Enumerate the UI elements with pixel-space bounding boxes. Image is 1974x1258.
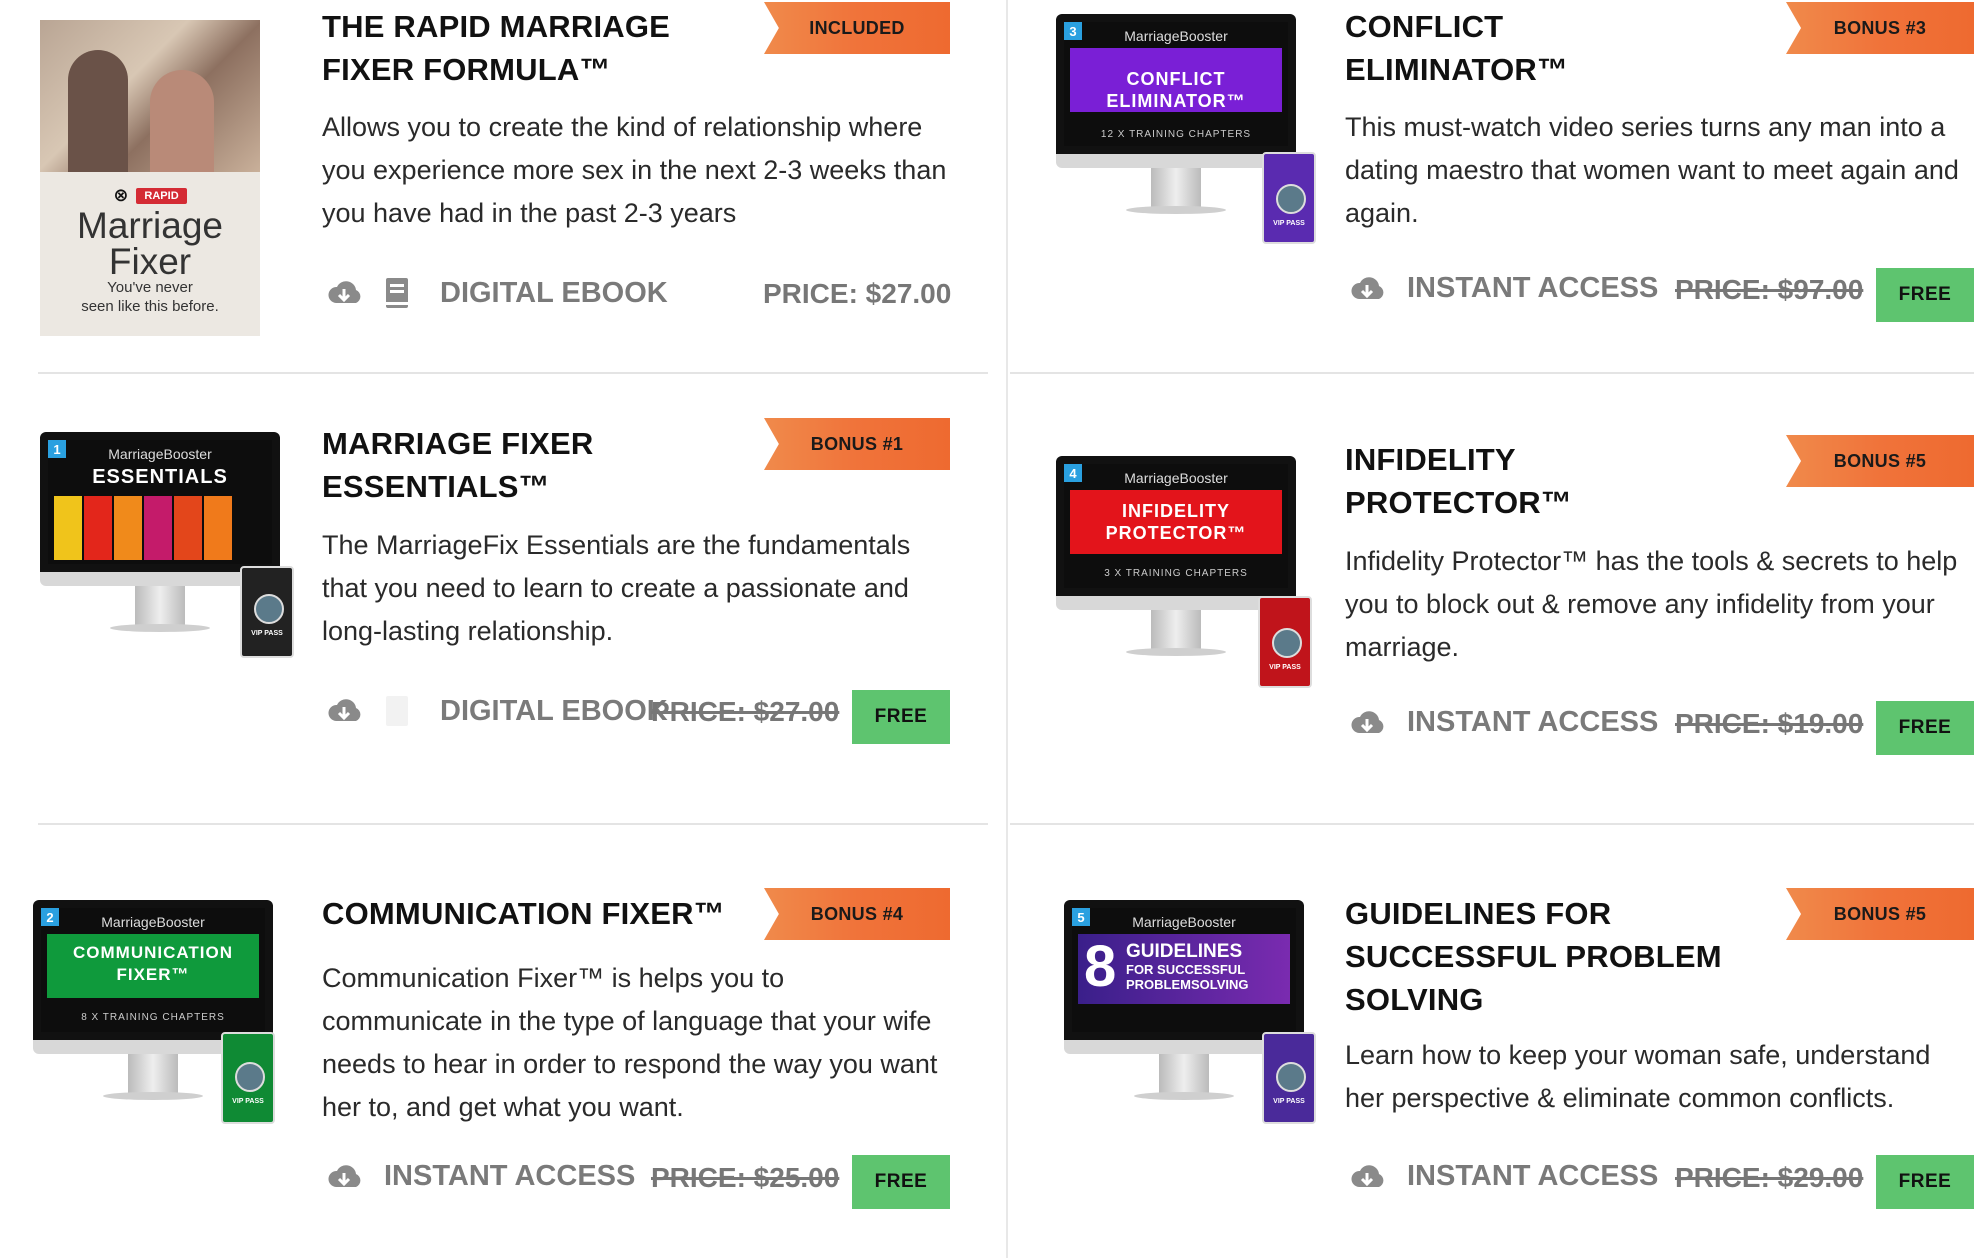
format-label: INSTANT ACCESS (1407, 1160, 1659, 1192)
free-button[interactable]: FREE (852, 690, 950, 744)
free-button[interactable]: FREE (1876, 1155, 1974, 1209)
row-divider (38, 372, 988, 374)
bonus-badge: BONUS #3 (1786, 2, 1974, 54)
original-price-label: PRICE: $25.00 (651, 1162, 840, 1193)
original-price-label: PRICE: $29.00 (1675, 1162, 1864, 1193)
product-title: COMMUNICATION FIXER™ (322, 896, 725, 931)
cloud-download-icon (328, 281, 361, 303)
original-price-label: PRICE: $97.00 (1675, 274, 1864, 305)
cloud-download-icon (1351, 1164, 1384, 1187)
product-title: THE RAPID MARRIAGE FIXER FORMULA™ (322, 9, 671, 87)
cloud-download-icon (328, 1164, 361, 1187)
free-button[interactable]: FREE (1876, 268, 1974, 322)
format-label: DIGITAL EBOOK (440, 276, 668, 309)
format-label: INSTANT ACCESS (1407, 706, 1659, 738)
product-description: Infidelity Protector™ has the tools & se… (1345, 546, 1958, 662)
row-divider (1010, 372, 1974, 374)
product-format: DIGITAL EBOOK (322, 276, 668, 310)
cover-badge: RAPID (136, 187, 187, 204)
column-divider (1006, 0, 1008, 1258)
cloud-download-icon (1351, 710, 1384, 733)
product-monitor-image: 5 MarriageBooster 8 GUIDELINES FOR SUCCE… (1064, 900, 1344, 1130)
product-title: CONFLICT ELIMINATOR™ (1345, 9, 1569, 87)
format-label: INSTANT ACCESS (1407, 272, 1659, 304)
included-badge: INCLUDED (764, 2, 950, 54)
product-monitor-image: 1 MarriageBooster ESSENTIALS VIP PASS (40, 432, 320, 662)
rings-logo-icon: ⊗ (113, 185, 129, 205)
product-title: INFIDELITY PROTECTOR™ (1345, 442, 1573, 520)
product-format: INSTANT ACCESS (1345, 1160, 1658, 1193)
product-description: Learn how to keep your woman safe, under… (1345, 1040, 1931, 1113)
cover-tagline: You've never (107, 279, 193, 296)
product-format: INSTANT ACCESS (322, 1160, 635, 1193)
cloud-download-icon (1351, 276, 1384, 299)
original-price-label: PRICE: $27.00 (651, 696, 840, 727)
row-divider (1010, 823, 1974, 825)
free-button[interactable]: FREE (1876, 701, 1974, 755)
row-divider (38, 823, 988, 825)
product-description: The MarriageFix Essentials are the funda… (322, 530, 911, 646)
book-icon (386, 278, 408, 308)
format-label: DIGITAL EBOOK (440, 694, 668, 727)
bonus-badge: BONUS #1 (764, 418, 950, 470)
free-button[interactable]: FREE (852, 1155, 950, 1209)
price-label: PRICE: $27.00 (763, 278, 952, 309)
cloud-download-icon (328, 699, 361, 721)
format-label: INSTANT ACCESS (384, 1160, 636, 1192)
product-format: INSTANT ACCESS (1345, 272, 1658, 305)
product-description: Allows you to create the kind of relatio… (322, 112, 947, 228)
bonus-badge: BONUS #5 (1786, 435, 1974, 487)
book-icon (386, 696, 408, 726)
product-format: INSTANT ACCESS (1345, 706, 1658, 739)
product-title: MARRIAGE FIXER ESSENTIALS™ (322, 426, 594, 504)
product-format: DIGITAL EBOOK (322, 694, 668, 728)
product-description: Communication Fixer™ is helps you to com… (322, 963, 938, 1122)
bonus-badge: BONUS #4 (764, 888, 950, 940)
original-price-label: PRICE: $19.00 (1675, 708, 1864, 739)
product-title: GUIDELINES FOR SUCCESSFUL PROBLEM SOLVIN… (1345, 896, 1722, 1017)
bonus-badge: BONUS #5 (1786, 888, 1974, 940)
cover-title: Marriage (77, 205, 223, 246)
product-description: This must-watch video series turns any m… (1345, 112, 1959, 228)
